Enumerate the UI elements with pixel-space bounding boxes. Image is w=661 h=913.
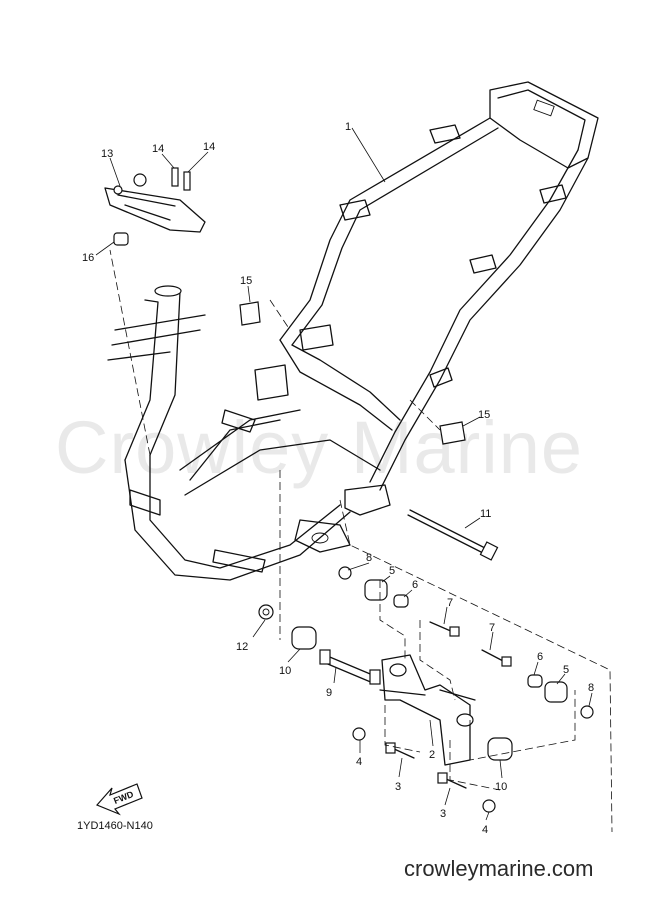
- callout-15b: 15: [478, 409, 490, 421]
- site-footer[interactable]: crowleymarine.com: [404, 856, 594, 881]
- callout-11: 11: [480, 508, 491, 520]
- callout-1: 1: [345, 121, 351, 133]
- diagram-code: 1YD1460-N140: [77, 820, 153, 832]
- callout-14a: 14: [152, 143, 164, 155]
- callout-5b: 5: [563, 664, 569, 676]
- collar-part-6[interactable]: [393, 594, 543, 688]
- callout-15a: 15: [240, 275, 252, 287]
- callout-9: 9: [326, 687, 332, 699]
- callout-8a: 8: [366, 552, 372, 564]
- callout-3a: 3: [395, 781, 401, 793]
- fwd-arrow-icon: FWD: [95, 783, 143, 816]
- callout-14b: 14: [203, 141, 215, 153]
- callout-4a: 4: [356, 756, 362, 768]
- bushing-part-5[interactable]: [364, 579, 568, 703]
- callout-4b: 4: [482, 824, 488, 836]
- callout-labels: 1 2 3 3 4 4 5 5 6 6 7 7 8 8 9 10 10 11 1…: [82, 121, 594, 836]
- label-part-15[interactable]: [239, 301, 466, 445]
- callout-16: 16: [82, 252, 94, 264]
- shaft-part-9[interactable]: [319, 649, 381, 685]
- frame-assembly[interactable]: [107, 81, 599, 581]
- callout-13: 13: [101, 148, 113, 160]
- callout-10b: 10: [495, 781, 507, 793]
- leader-lines: [95, 127, 593, 821]
- bolt-part-7[interactable]: [429, 621, 512, 667]
- handlebar-bracket-part[interactable]: [104, 173, 206, 233]
- through-bolt-part-11[interactable]: [407, 509, 499, 561]
- damper-part-10[interactable]: [291, 626, 513, 761]
- washer-part-12[interactable]: [258, 604, 274, 620]
- nut-part-4[interactable]: [352, 727, 496, 813]
- callout-7a: 7: [447, 597, 453, 609]
- bolt-part-14[interactable]: [171, 167, 191, 191]
- callout-5a: 5: [389, 565, 395, 577]
- callout-10a: 10: [279, 665, 291, 677]
- dashed-guide-lines: [109, 249, 613, 833]
- callout-2: 2: [429, 749, 435, 761]
- callout-8b: 8: [588, 682, 594, 694]
- callout-12: 12: [236, 641, 248, 653]
- nut-part-16[interactable]: [113, 232, 129, 246]
- callout-3b: 3: [440, 808, 446, 820]
- callout-6b: 6: [537, 651, 543, 663]
- callout-7b: 7: [489, 622, 495, 634]
- bolt-part-3[interactable]: [385, 742, 467, 789]
- watermark: Crowley Marine: [55, 406, 584, 489]
- callout-6a: 6: [412, 579, 418, 591]
